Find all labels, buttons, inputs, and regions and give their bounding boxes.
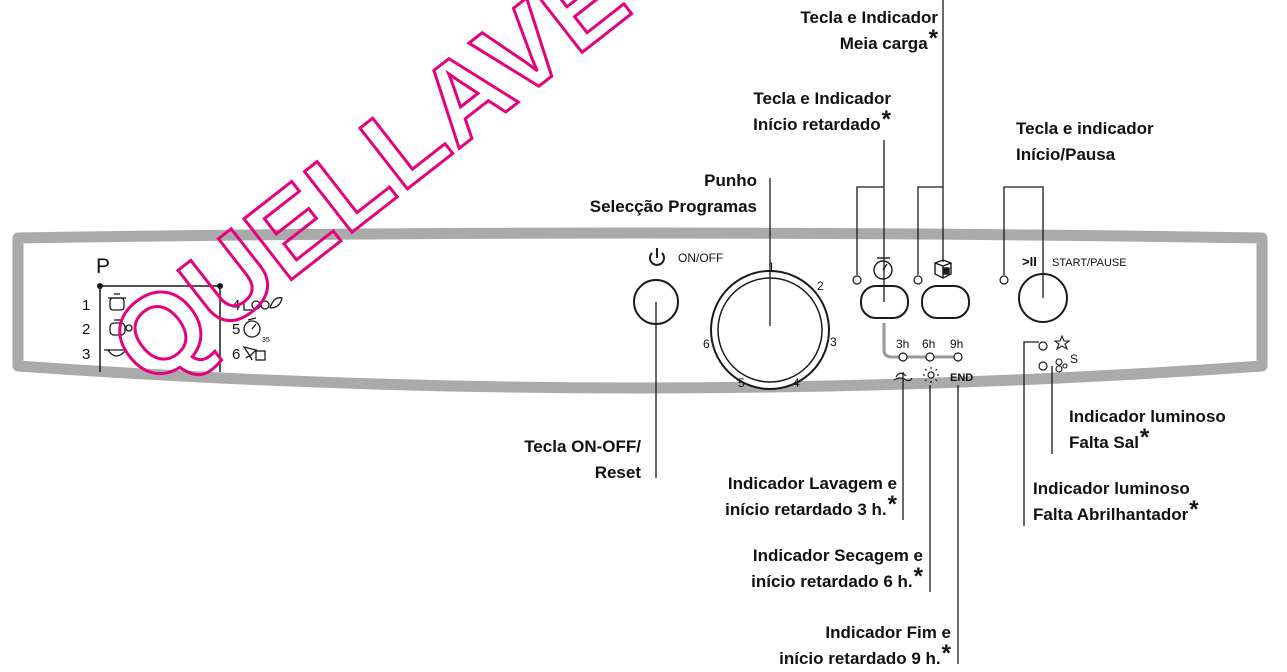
start-pause-led xyxy=(999,275,1009,285)
delay-start-leader xyxy=(856,186,884,275)
dry-sun-icon xyxy=(923,367,939,383)
delay-start-callout: Tecla e Indicador Início retardado* xyxy=(753,86,891,138)
heavy-pot-icon xyxy=(108,293,126,311)
wash-star: * xyxy=(887,491,897,518)
dry-star: * xyxy=(913,563,923,590)
start-pause-line2: Início/Pausa xyxy=(1016,145,1116,164)
wash-icon xyxy=(893,372,913,382)
half-load-line1: Tecla e Indicador xyxy=(800,8,938,27)
salt-line2: Falta Sal xyxy=(1069,433,1139,452)
wash-line1: Indicador Lavagem e xyxy=(727,474,897,493)
delay-start-line2: Início retardado xyxy=(753,115,881,134)
end-line2: início retardado 9 h. xyxy=(779,649,941,668)
rinse-aid-leader xyxy=(1023,341,1039,526)
salt-line1: Indicador luminoso xyxy=(1069,407,1226,426)
dry-line1: Indicador Secagem e xyxy=(752,546,923,565)
program-number-1: 1 xyxy=(82,297,90,314)
delay-start-led xyxy=(852,275,862,285)
half-load-leader xyxy=(917,0,944,275)
half-load-star: * xyxy=(928,25,938,52)
wash-line2: início retardado 3 h. xyxy=(725,500,887,519)
start-pause-label: START/PAUSE xyxy=(1052,257,1127,269)
dial-number-2: 2 xyxy=(817,279,824,293)
start-pause-callout: Tecla e indicador Início/Pausa xyxy=(1016,116,1154,168)
dial-number-1: 1 xyxy=(768,260,775,274)
half-load-line2: Meia carga xyxy=(839,34,928,53)
delay-connector xyxy=(882,323,958,359)
rinse-aid-icon xyxy=(1053,334,1071,351)
end-label: END xyxy=(950,372,973,384)
half-load-callout: Tecla e Indicador Meia carga* xyxy=(800,5,938,57)
dial-number-5: 5 xyxy=(738,376,745,390)
salt-callout: Indicador luminoso Falta Sal* xyxy=(1069,404,1226,456)
power-icon xyxy=(649,248,665,266)
half-load-button[interactable] xyxy=(921,285,970,319)
delay-6h-label: 6h xyxy=(922,337,935,351)
program-number-5: 5 xyxy=(232,321,240,338)
delay-start-line1: Tecla e Indicador xyxy=(753,89,891,108)
program-number-4: 4 xyxy=(232,297,240,314)
knob-line1: Punho xyxy=(704,171,757,190)
knob-line2: Selecção Programas xyxy=(589,197,757,216)
wash-callout: Indicador Lavagem e início retardado 3 h… xyxy=(725,471,897,523)
onoff-callout: Tecla ON-OFF/ Reset xyxy=(524,434,641,486)
dry-line2: início retardado 6 h. xyxy=(751,572,913,591)
program-number-3: 3 xyxy=(82,346,90,363)
end-star: * xyxy=(941,640,951,667)
salt-icon xyxy=(1055,358,1068,373)
knob-callout: Punho Selecção Programas xyxy=(590,168,757,220)
delay-9h-label: 9h xyxy=(950,337,963,351)
dial-number-4: 4 xyxy=(793,376,800,390)
rinse-aid-line2: Falta Abrilhantador xyxy=(1033,505,1189,524)
onoff-label: ON/OFF xyxy=(678,251,723,265)
end-led xyxy=(953,352,963,362)
rinse-aid-led xyxy=(1038,341,1048,351)
dry-led xyxy=(925,352,935,362)
onoff-line1: Tecla ON-OFF/ xyxy=(524,437,641,456)
rinse-aid-line1: Indicador luminoso xyxy=(1033,479,1190,498)
wash-led xyxy=(898,352,908,362)
salt-letter: S xyxy=(1070,352,1078,366)
dial-number-3: 3 xyxy=(830,335,837,349)
quick-35-icon: 35 xyxy=(243,317,270,344)
start-pause-leader xyxy=(1003,186,1044,298)
eco-icon xyxy=(243,297,283,311)
delay-3h-label: 3h xyxy=(896,337,909,351)
program-number-2: 2 xyxy=(82,321,90,338)
onoff-line2: Reset xyxy=(594,463,641,482)
start-pause-symbol: >II xyxy=(1022,254,1037,269)
soak-icon xyxy=(242,345,266,361)
bowl-icon xyxy=(104,349,128,357)
rinse-aid-star: * xyxy=(1189,496,1199,523)
program-number-6: 6 xyxy=(232,346,240,363)
end-line1: Indicador Fim e xyxy=(825,623,951,642)
svg-text:35: 35 xyxy=(262,337,270,344)
end-callout: Indicador Fim e início retardado 9 h.* xyxy=(779,620,951,672)
pot-icon xyxy=(109,319,133,336)
delay-start-star: * xyxy=(881,106,891,133)
salt-star: * xyxy=(1139,424,1150,451)
dry-callout: Indicador Secagem e início retardado 6 h… xyxy=(751,543,923,595)
salt-led xyxy=(1038,361,1048,371)
program-header: P xyxy=(96,255,110,278)
half-load-led xyxy=(913,275,923,285)
start-pause-line1: Tecla e indicador xyxy=(1016,119,1154,138)
dial-number-6: 6 xyxy=(703,337,710,351)
rinse-aid-callout: Indicador luminoso Falta Abrilhantador* xyxy=(1033,476,1199,528)
